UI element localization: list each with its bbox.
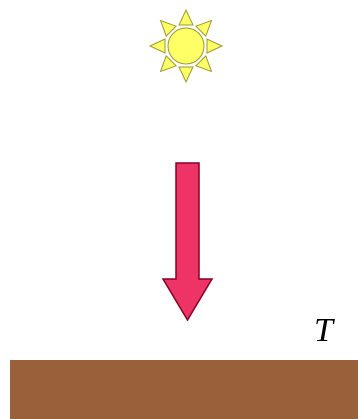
- sun-ray: [194, 54, 213, 73]
- surface-temperature-label: T: [314, 312, 333, 349]
- sun-disc: [167, 27, 205, 65]
- sun-ray: [178, 66, 194, 84]
- sun-ray: [159, 54, 178, 73]
- sun-ray: [178, 8, 194, 26]
- arrow-down-icon: [161, 162, 214, 322]
- sun-ray: [159, 19, 178, 38]
- sun-ray: [148, 38, 166, 54]
- sun-rays: [148, 8, 224, 84]
- sun-icon: [148, 8, 224, 84]
- sun-ray: [206, 38, 224, 54]
- ground-surface: [10, 360, 358, 419]
- sun-ray: [194, 19, 213, 38]
